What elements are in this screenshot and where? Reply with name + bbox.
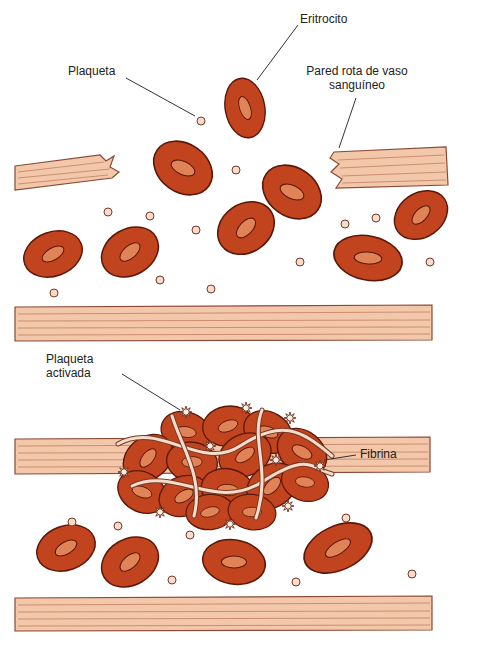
fibrin-strands bbox=[118, 410, 332, 518]
leader-line bbox=[339, 98, 356, 148]
platelet bbox=[146, 212, 154, 220]
leader-line bbox=[122, 374, 180, 410]
platelet bbox=[168, 576, 176, 584]
erythrocyte bbox=[30, 517, 101, 579]
platelets-top bbox=[50, 117, 434, 297]
platelet bbox=[186, 531, 194, 539]
label: Fibrina bbox=[360, 447, 397, 461]
platelet bbox=[296, 258, 304, 266]
erythrocyte bbox=[143, 130, 222, 206]
leader-line bbox=[324, 455, 356, 460]
platelet bbox=[68, 518, 76, 526]
activated-platelet bbox=[270, 454, 282, 466]
platelet bbox=[207, 285, 215, 293]
label: Eritrocito bbox=[300, 12, 347, 26]
activated-platelet bbox=[224, 518, 236, 530]
leader-lines bbox=[122, 25, 356, 460]
leader-line bbox=[126, 78, 195, 116]
erythrocytes-top bbox=[17, 75, 457, 287]
activated-platelet bbox=[204, 440, 216, 452]
platelet bbox=[408, 570, 416, 578]
platelet bbox=[342, 514, 350, 522]
erythrocyte bbox=[330, 229, 407, 286]
activated-platelet bbox=[282, 500, 294, 512]
activated-platelet bbox=[314, 460, 326, 472]
label: Plaqueta activada bbox=[46, 352, 120, 380]
broken-wall-left bbox=[15, 155, 119, 190]
broken-wall-right bbox=[330, 147, 448, 188]
platelet bbox=[292, 578, 300, 586]
erythrocyte bbox=[199, 535, 269, 589]
erythrocyte bbox=[17, 223, 88, 285]
platelet bbox=[114, 522, 122, 530]
erythrocyte bbox=[385, 181, 457, 250]
platelet bbox=[192, 226, 200, 234]
leader-line bbox=[257, 25, 298, 80]
erythrocyte bbox=[220, 75, 269, 141]
activated-platelet bbox=[180, 406, 192, 418]
platelet bbox=[50, 289, 58, 297]
platelet bbox=[104, 208, 112, 216]
blood-clot bbox=[110, 402, 336, 534]
activated-platelet bbox=[154, 506, 166, 518]
erythrocyte bbox=[296, 513, 380, 583]
erythrocyte bbox=[92, 217, 167, 287]
erythrocyte bbox=[208, 191, 285, 265]
erythrocyte bbox=[92, 527, 167, 597]
activated-platelet bbox=[118, 466, 130, 478]
label: Pared rota de vaso sanguíneo bbox=[296, 64, 418, 92]
activated-platelets bbox=[118, 402, 326, 530]
platelets-bottom bbox=[68, 514, 416, 586]
platelet bbox=[232, 166, 240, 174]
platelet bbox=[341, 220, 349, 228]
platelet bbox=[197, 117, 205, 125]
vessel-wall-bottom-lower bbox=[15, 596, 432, 631]
erythrocytes-bottom bbox=[30, 513, 380, 597]
platelet bbox=[372, 214, 380, 222]
activated-platelet bbox=[284, 412, 296, 424]
vessel-wall-top-lower bbox=[15, 305, 432, 341]
activated-platelet bbox=[240, 402, 252, 414]
platelet bbox=[156, 276, 164, 284]
label: Plaqueta bbox=[68, 64, 115, 78]
platelet bbox=[426, 258, 434, 266]
